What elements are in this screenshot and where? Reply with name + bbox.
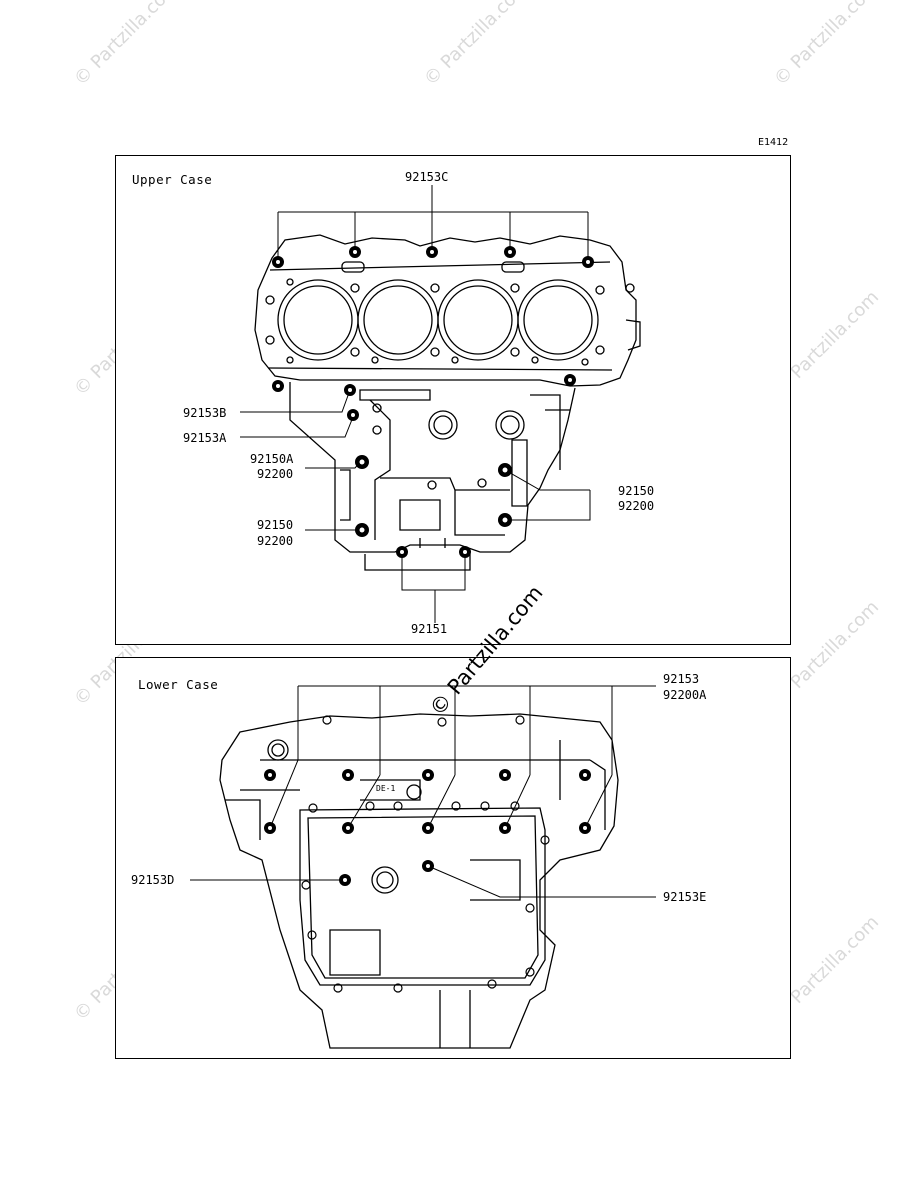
lower-perimeter-bolts (301, 715, 550, 993)
upper-leader-lines (240, 185, 591, 623)
part-label-92153A[interactable]: 92153A (183, 431, 227, 445)
part-label-92153B[interactable]: 92153B (183, 406, 227, 420)
part-label-92150[interactable]: 92150 (257, 518, 294, 532)
upper-crankcase-drawing (254, 234, 641, 571)
part-label-92153[interactable]: 92153 (663, 672, 700, 686)
part-label-92151[interactable]: 92151 (411, 622, 448, 636)
lower-case-panel (115, 657, 791, 1059)
part-label-92150[interactable]: 92150 (618, 484, 655, 498)
part-label-92200A[interactable]: 92200A (663, 688, 707, 702)
part-label-92200[interactable]: 92200 (257, 467, 294, 481)
upper-case-panel (115, 155, 791, 645)
part-label-92150A[interactable]: 92150A (250, 452, 294, 466)
part-label-92153E[interactable]: 92153E (663, 890, 707, 904)
upper-case-title: Upper Case (132, 172, 213, 187)
lower-leader-lines (190, 685, 656, 898)
lower-crankcase-drawing (219, 713, 619, 1049)
part-label-92153C[interactable]: 92153C (405, 170, 449, 184)
engraving-mark: DE-1 (376, 784, 396, 793)
part-label-92200[interactable]: 92200 (618, 499, 655, 513)
part-label-92153D[interactable]: 92153D (131, 873, 175, 887)
part-label-92200[interactable]: 92200 (257, 534, 294, 548)
upper-bolts (272, 246, 594, 558)
diagram-code: E1412 (758, 137, 789, 148)
lower-case-title: Lower Case (138, 677, 219, 692)
